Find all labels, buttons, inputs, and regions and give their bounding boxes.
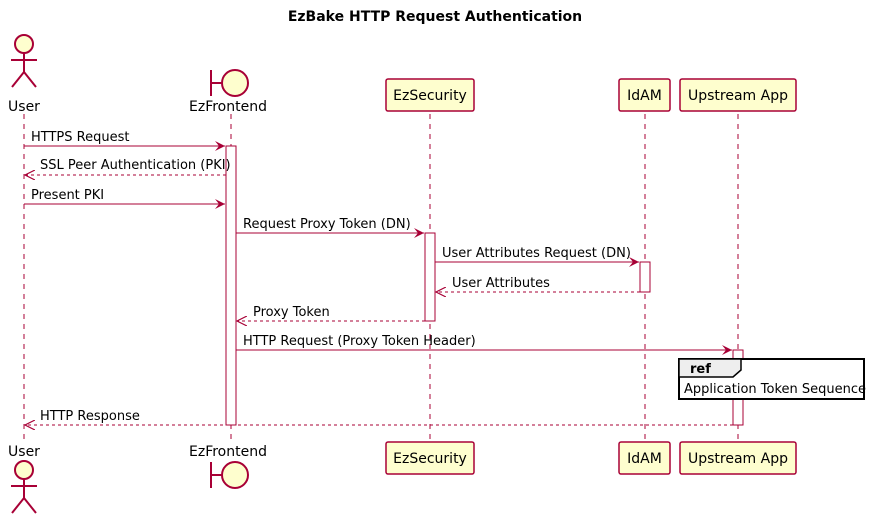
participant-box-idam-bottom bbox=[618, 441, 671, 475]
message-label: Proxy Token bbox=[253, 305, 330, 320]
ref-header-tab bbox=[678, 358, 742, 378]
boundary-icon bbox=[210, 461, 249, 489]
participant-box-ezsecurity bbox=[385, 78, 475, 112]
actor-icon bbox=[11, 460, 37, 514]
message-label: Present PKI bbox=[31, 188, 104, 203]
message-label: User Attributes bbox=[452, 276, 550, 291]
message-label: HTTPS Request bbox=[31, 130, 129, 145]
participant-label-idam: IdAM bbox=[627, 88, 662, 104]
participant-label-ezsecurity-bottom: EzSecurity bbox=[393, 451, 467, 467]
participant-label-ezfrontend: EzFrontend bbox=[189, 99, 267, 115]
participant-box-upstream bbox=[679, 78, 797, 112]
ref-frame: ref Application Token Sequence bbox=[678, 358, 866, 400]
participant-label-user-bottom: User bbox=[8, 444, 40, 460]
participant-box-upstream-bottom bbox=[679, 441, 797, 475]
participant-box-ezsecurity-bottom bbox=[385, 441, 475, 475]
activation-ezfrontend bbox=[225, 145, 237, 426]
message-label: HTTP Request (Proxy Token Header) bbox=[243, 334, 476, 349]
activation-ezsecurity bbox=[424, 232, 436, 322]
participant-label-upstream: Upstream App bbox=[688, 88, 788, 104]
actor-icon bbox=[11, 34, 37, 88]
diagram-title: EzBake HTTP Request Authentication bbox=[288, 9, 582, 25]
ref-tag: ref bbox=[690, 362, 711, 377]
participants-bottom: User EzFrontend EzSecurity IdAM Upstream… bbox=[8, 441, 797, 514]
participant-label-user: User bbox=[8, 99, 40, 115]
participant-box-idam bbox=[618, 78, 671, 112]
activation-idam bbox=[639, 261, 651, 293]
ref-label: Application Token Sequence bbox=[684, 382, 866, 397]
message-label: SSL Peer Authentication (PKI) bbox=[40, 158, 231, 173]
participant-label-upstream-bottom: Upstream App bbox=[688, 451, 788, 467]
message-label: HTTP Response bbox=[40, 409, 140, 424]
boundary-icon bbox=[210, 69, 249, 97]
message-label: User Attributes Request (DN) bbox=[442, 246, 631, 261]
participant-label-ezfrontend-bottom: EzFrontend bbox=[189, 444, 267, 460]
participants-top: User EzFrontend EzSecurity IdAM Upstream… bbox=[8, 34, 797, 115]
messages: HTTPS Request SSL Peer Authentication (P… bbox=[24, 130, 733, 425]
message-label: Request Proxy Token (DN) bbox=[243, 217, 411, 232]
participant-label-ezsecurity: EzSecurity bbox=[393, 88, 467, 104]
participant-label-idam-bottom: IdAM bbox=[627, 451, 662, 467]
